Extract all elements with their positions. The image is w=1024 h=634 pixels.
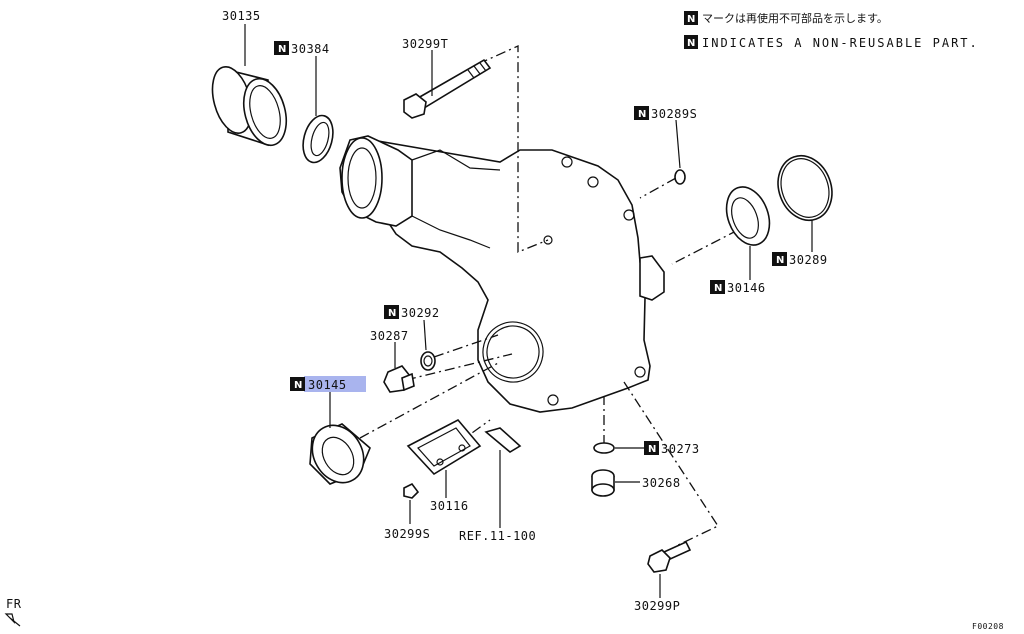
n-mark-30146: N xyxy=(714,283,722,294)
part-30135-sleeve xyxy=(211,66,288,147)
n-mark-30289S: N xyxy=(638,109,646,120)
label-30145[interactable]: 30145 xyxy=(308,378,347,392)
label-30289[interactable]: 30289 xyxy=(789,253,828,267)
case-housing xyxy=(339,135,665,413)
fr-label: FR xyxy=(6,597,22,611)
n-mark-30289-box xyxy=(772,252,787,266)
part-30145-seal xyxy=(309,423,371,485)
label-30289S[interactable]: 30289S xyxy=(651,107,697,121)
part-30289S-oring xyxy=(674,169,686,185)
figure-code: F00208 xyxy=(972,622,1004,631)
n-mark-30292: N xyxy=(388,308,396,319)
label-30273[interactable]: 30273 xyxy=(661,442,700,456)
label-30384[interactable]: 30384 xyxy=(291,42,330,56)
legend-n-mark-box xyxy=(684,11,698,25)
n-mark-30273: N xyxy=(648,444,656,455)
legend-n-mark-box-2 xyxy=(684,35,698,49)
part-30116-plate xyxy=(406,418,482,476)
n-mark-30292-box xyxy=(384,305,399,319)
label-30292[interactable]: 30292 xyxy=(401,306,440,320)
n-mark-30145: N xyxy=(294,380,302,391)
label-30299T[interactable]: 30299T xyxy=(402,37,448,51)
part-30384-seal xyxy=(302,114,334,164)
n-mark-30289S-box xyxy=(634,106,649,120)
fr-arrow-icon xyxy=(4,613,21,627)
label-30146[interactable]: 30146 xyxy=(727,281,766,295)
label-30135[interactable]: 30135 xyxy=(222,9,261,23)
part-30292-gasket xyxy=(420,351,436,371)
label-30299S[interactable]: 30299S xyxy=(384,527,430,541)
n-mark-30384-box xyxy=(274,41,289,55)
part-30299P-bolt xyxy=(647,540,692,573)
legend-n-mark-2: N xyxy=(687,38,695,49)
n-mark-30384: N xyxy=(278,44,286,55)
legend-n-mark: N xyxy=(687,14,695,25)
n-mark-30289: N xyxy=(776,255,784,266)
legend-japanese-text: マークは再使用不可部品を示します。 xyxy=(702,11,888,25)
part-30299T-bolt xyxy=(403,58,492,119)
n-mark-30273-box xyxy=(644,441,659,455)
assembly-lines xyxy=(359,44,739,547)
part-30289-oring xyxy=(777,154,833,222)
part-30273-gasket xyxy=(593,442,615,454)
legend-english-text: INDICATES A NON-REUSABLE PART. xyxy=(702,36,979,50)
part-ref-strap xyxy=(484,427,522,453)
legend: N マークは再使用不可部品を示します。 N INDICATES A NON-RE… xyxy=(684,11,979,50)
highlight-30145 xyxy=(304,376,366,392)
part-30287-plug xyxy=(383,365,415,393)
n-mark-30145-box xyxy=(290,377,305,391)
label-leaders xyxy=(244,24,813,598)
label-30116[interactable]: 30116 xyxy=(430,499,469,513)
n-mark-30146-box xyxy=(710,280,725,294)
label-ref-11-100[interactable]: REF.11-100 xyxy=(459,529,536,543)
label-30287[interactable]: 30287 xyxy=(370,329,409,343)
label-30268[interactable]: 30268 xyxy=(642,476,681,490)
part-30268-plug xyxy=(591,469,615,497)
label-30299P[interactable]: 30299P xyxy=(634,599,680,613)
part-30299S-bolt xyxy=(403,482,420,499)
part-30146-seal xyxy=(725,186,771,246)
